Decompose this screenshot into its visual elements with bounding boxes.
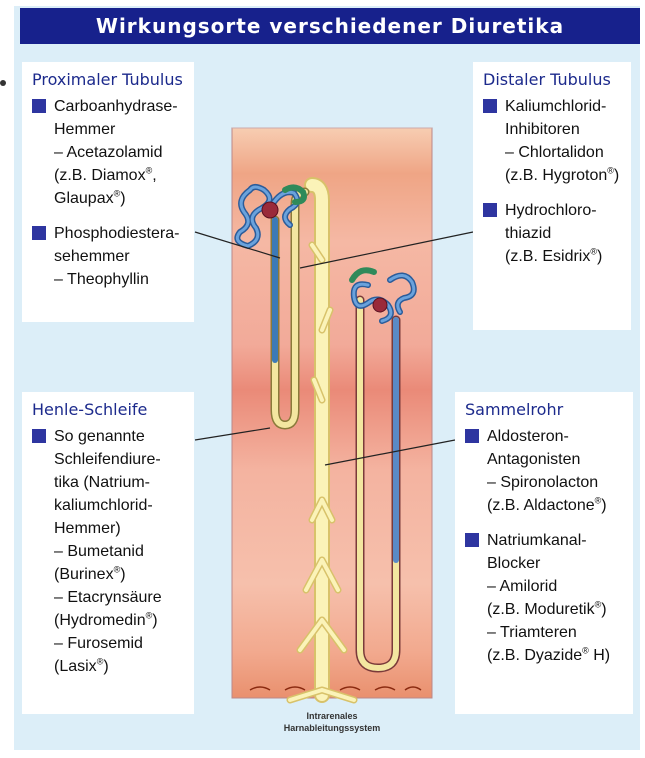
list-item: Carboanhydrase- Hemmer – Acetazolamid (z… bbox=[32, 95, 184, 210]
list-item: Kaliumchlorid- Inhibitoren – Chlortalido… bbox=[483, 95, 621, 187]
caption-line: Intrarenales bbox=[262, 710, 402, 722]
square-bullet-icon bbox=[465, 429, 479, 443]
item-line: (z.B. Esidrix®) bbox=[505, 245, 621, 268]
item-line: – Bumetanid bbox=[54, 540, 184, 563]
square-bullet-icon bbox=[465, 533, 479, 547]
item-line: – Spironolacton bbox=[487, 471, 623, 494]
item-line: (z.B. Diamox®, bbox=[54, 164, 184, 187]
item-line: Antagonisten bbox=[487, 448, 623, 471]
item-line: kaliumchlorid- bbox=[54, 494, 184, 517]
heading-distaler-tubulus: Distaler Tubulus bbox=[483, 70, 621, 89]
square-bullet-icon bbox=[32, 429, 46, 443]
item-line: (z.B. Moduretik®) bbox=[487, 598, 623, 621]
heading-henle-schleife: Henle-Schleife bbox=[32, 400, 184, 419]
caption-line: Harnableitungssystem bbox=[262, 722, 402, 734]
item-line: Hemmer bbox=[54, 118, 184, 141]
item-line: – Furosemid bbox=[54, 632, 184, 655]
item-line: Natriumkanal- bbox=[487, 529, 623, 552]
item-line: – Amilorid bbox=[487, 575, 623, 598]
item-line: (Burinex®) bbox=[54, 563, 184, 586]
item-line: tika (Natrium- bbox=[54, 471, 184, 494]
box-proximal-tubulus: Proximaler Tubulus Carboanhydrase- Hemme… bbox=[22, 62, 194, 322]
list-item: Hydrochloro- thiazid (z.B. Esidrix®) bbox=[483, 199, 621, 268]
item-line: – Acetazolamid bbox=[54, 141, 184, 164]
item-line: Hydrochloro- bbox=[505, 199, 621, 222]
square-bullet-icon bbox=[483, 203, 497, 217]
item-line: Schleifendiure- bbox=[54, 448, 184, 471]
item-line: (Lasix®) bbox=[54, 655, 184, 678]
item-line: (z.B. Dyazide® H) bbox=[487, 644, 623, 667]
registered-mark: ® bbox=[114, 189, 121, 199]
registered-mark: ® bbox=[582, 646, 589, 656]
registered-mark: ® bbox=[114, 565, 121, 575]
registered-mark: ® bbox=[97, 657, 104, 667]
list-item: Phosphodiestera- sehemmer – Theophyllin bbox=[32, 222, 184, 291]
item-line: Glaupax®) bbox=[54, 187, 184, 210]
item-line: (Hydromedin®) bbox=[54, 609, 184, 632]
box-sammelrohr: Sammelrohr Aldosteron- Antagonisten – Sp… bbox=[455, 392, 633, 714]
item-line: – Chlortalidon bbox=[505, 141, 621, 164]
heading-sammelrohr: Sammelrohr bbox=[465, 400, 623, 419]
registered-mark: ® bbox=[146, 166, 153, 176]
item-line: Blocker bbox=[487, 552, 623, 575]
square-bullet-icon bbox=[483, 99, 497, 113]
registered-mark: ® bbox=[590, 247, 597, 257]
registered-mark: ® bbox=[607, 166, 614, 176]
square-bullet-icon bbox=[32, 226, 46, 240]
item-line: – Triamteren bbox=[487, 621, 623, 644]
item-line: So genannte bbox=[54, 425, 184, 448]
heading-proximal-tubulus: Proximaler Tubulus bbox=[32, 70, 184, 89]
registered-mark: ® bbox=[595, 600, 602, 610]
item-line: Aldosteron- bbox=[487, 425, 623, 448]
box-distaler-tubulus: Distaler Tubulus Kaliumchlorid- Inhibito… bbox=[473, 62, 631, 330]
page-title: Wirkungsorte verschiedener Diuretika bbox=[20, 8, 640, 44]
item-line: (z.B. Aldactone®) bbox=[487, 494, 623, 517]
item-line: Inhibitoren bbox=[505, 118, 621, 141]
item-line: Kaliumchlorid- bbox=[505, 95, 621, 118]
kidney-tissue-column bbox=[232, 128, 432, 698]
registered-mark: ® bbox=[146, 611, 153, 621]
item-line: Carboanhydrase- bbox=[54, 95, 184, 118]
diagram-caption: Intrarenales Harnableitungssystem bbox=[262, 710, 402, 734]
item-line: Phosphodiestera- bbox=[54, 222, 184, 245]
list-item: So genannte Schleifendiure- tika (Natriu… bbox=[32, 425, 184, 678]
item-line: sehemmer bbox=[54, 245, 184, 268]
list-item: Natriumkanal- Blocker – Amilorid (z.B. M… bbox=[465, 529, 623, 667]
item-line: (z.B. Hygroton®) bbox=[505, 164, 621, 187]
item-line: – Etacrynsäure bbox=[54, 586, 184, 609]
registered-mark: ® bbox=[595, 496, 602, 506]
item-line: thiazid bbox=[505, 222, 621, 245]
list-item: Aldosteron- Antagonisten – Spironolacton… bbox=[465, 425, 623, 517]
box-henle-schleife: Henle-Schleife So genannte Schleifendiur… bbox=[22, 392, 194, 714]
square-bullet-icon bbox=[32, 99, 46, 113]
item-line: Hemmer) bbox=[54, 517, 184, 540]
item-line: – Theophyllin bbox=[54, 268, 184, 291]
